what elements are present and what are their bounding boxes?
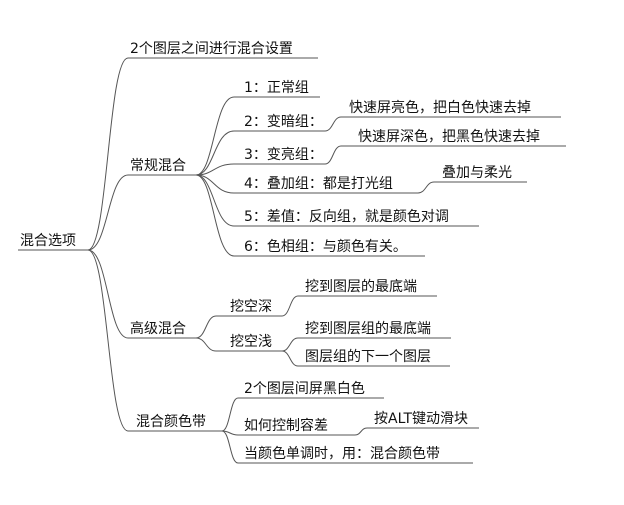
- branch-layer-blend-settings: 2个图层之间进行混合设置: [130, 41, 293, 57]
- branch-blend-if: 混合颜色带: [136, 414, 206, 430]
- knockout-deep: 挖空深: [230, 299, 272, 315]
- darken-note: 快速屏亮色，把白色快速去掉: [349, 100, 531, 116]
- regular-difference-group: 5：差值：反向组，就是颜色对调: [244, 209, 449, 225]
- overlay-note: 叠加与柔光: [442, 165, 512, 181]
- tolerance-note: 按ALT键动滑块: [374, 411, 469, 427]
- regular-darken-group: 2：变暗组：: [244, 114, 323, 130]
- regular-overlay-group: 4：叠加组：都是打光组: [244, 176, 393, 192]
- blend-if-black-white: 2个图层间屏黑白色: [244, 381, 365, 397]
- regular-normal-group: 1：正常组: [244, 80, 309, 96]
- blend-if-tolerance: 如何控制容差: [244, 418, 328, 434]
- regular-hue-group: 6：色相组：与颜色有关。: [244, 239, 407, 255]
- knockout-shallow: 挖空浅: [230, 334, 272, 350]
- lighten-note: 快速屏深色，把黑色快速去掉: [358, 129, 540, 145]
- root-node: 混合选项: [20, 233, 76, 249]
- knockout-deep-note: 挖到图层的最底端: [305, 279, 417, 295]
- knockout-shallow-note-1: 挖到图层组的最底端: [305, 321, 431, 337]
- branch-regular-blend: 常规混合: [130, 158, 186, 174]
- regular-lighten-group: 3：变亮组：: [244, 147, 323, 163]
- blend-if-monotone: 当颜色单调时，用：混合颜色带: [244, 446, 440, 462]
- knockout-shallow-note-2: 图层组的下一个图层: [305, 349, 431, 365]
- branch-advanced-blend: 高级混合: [130, 321, 186, 337]
